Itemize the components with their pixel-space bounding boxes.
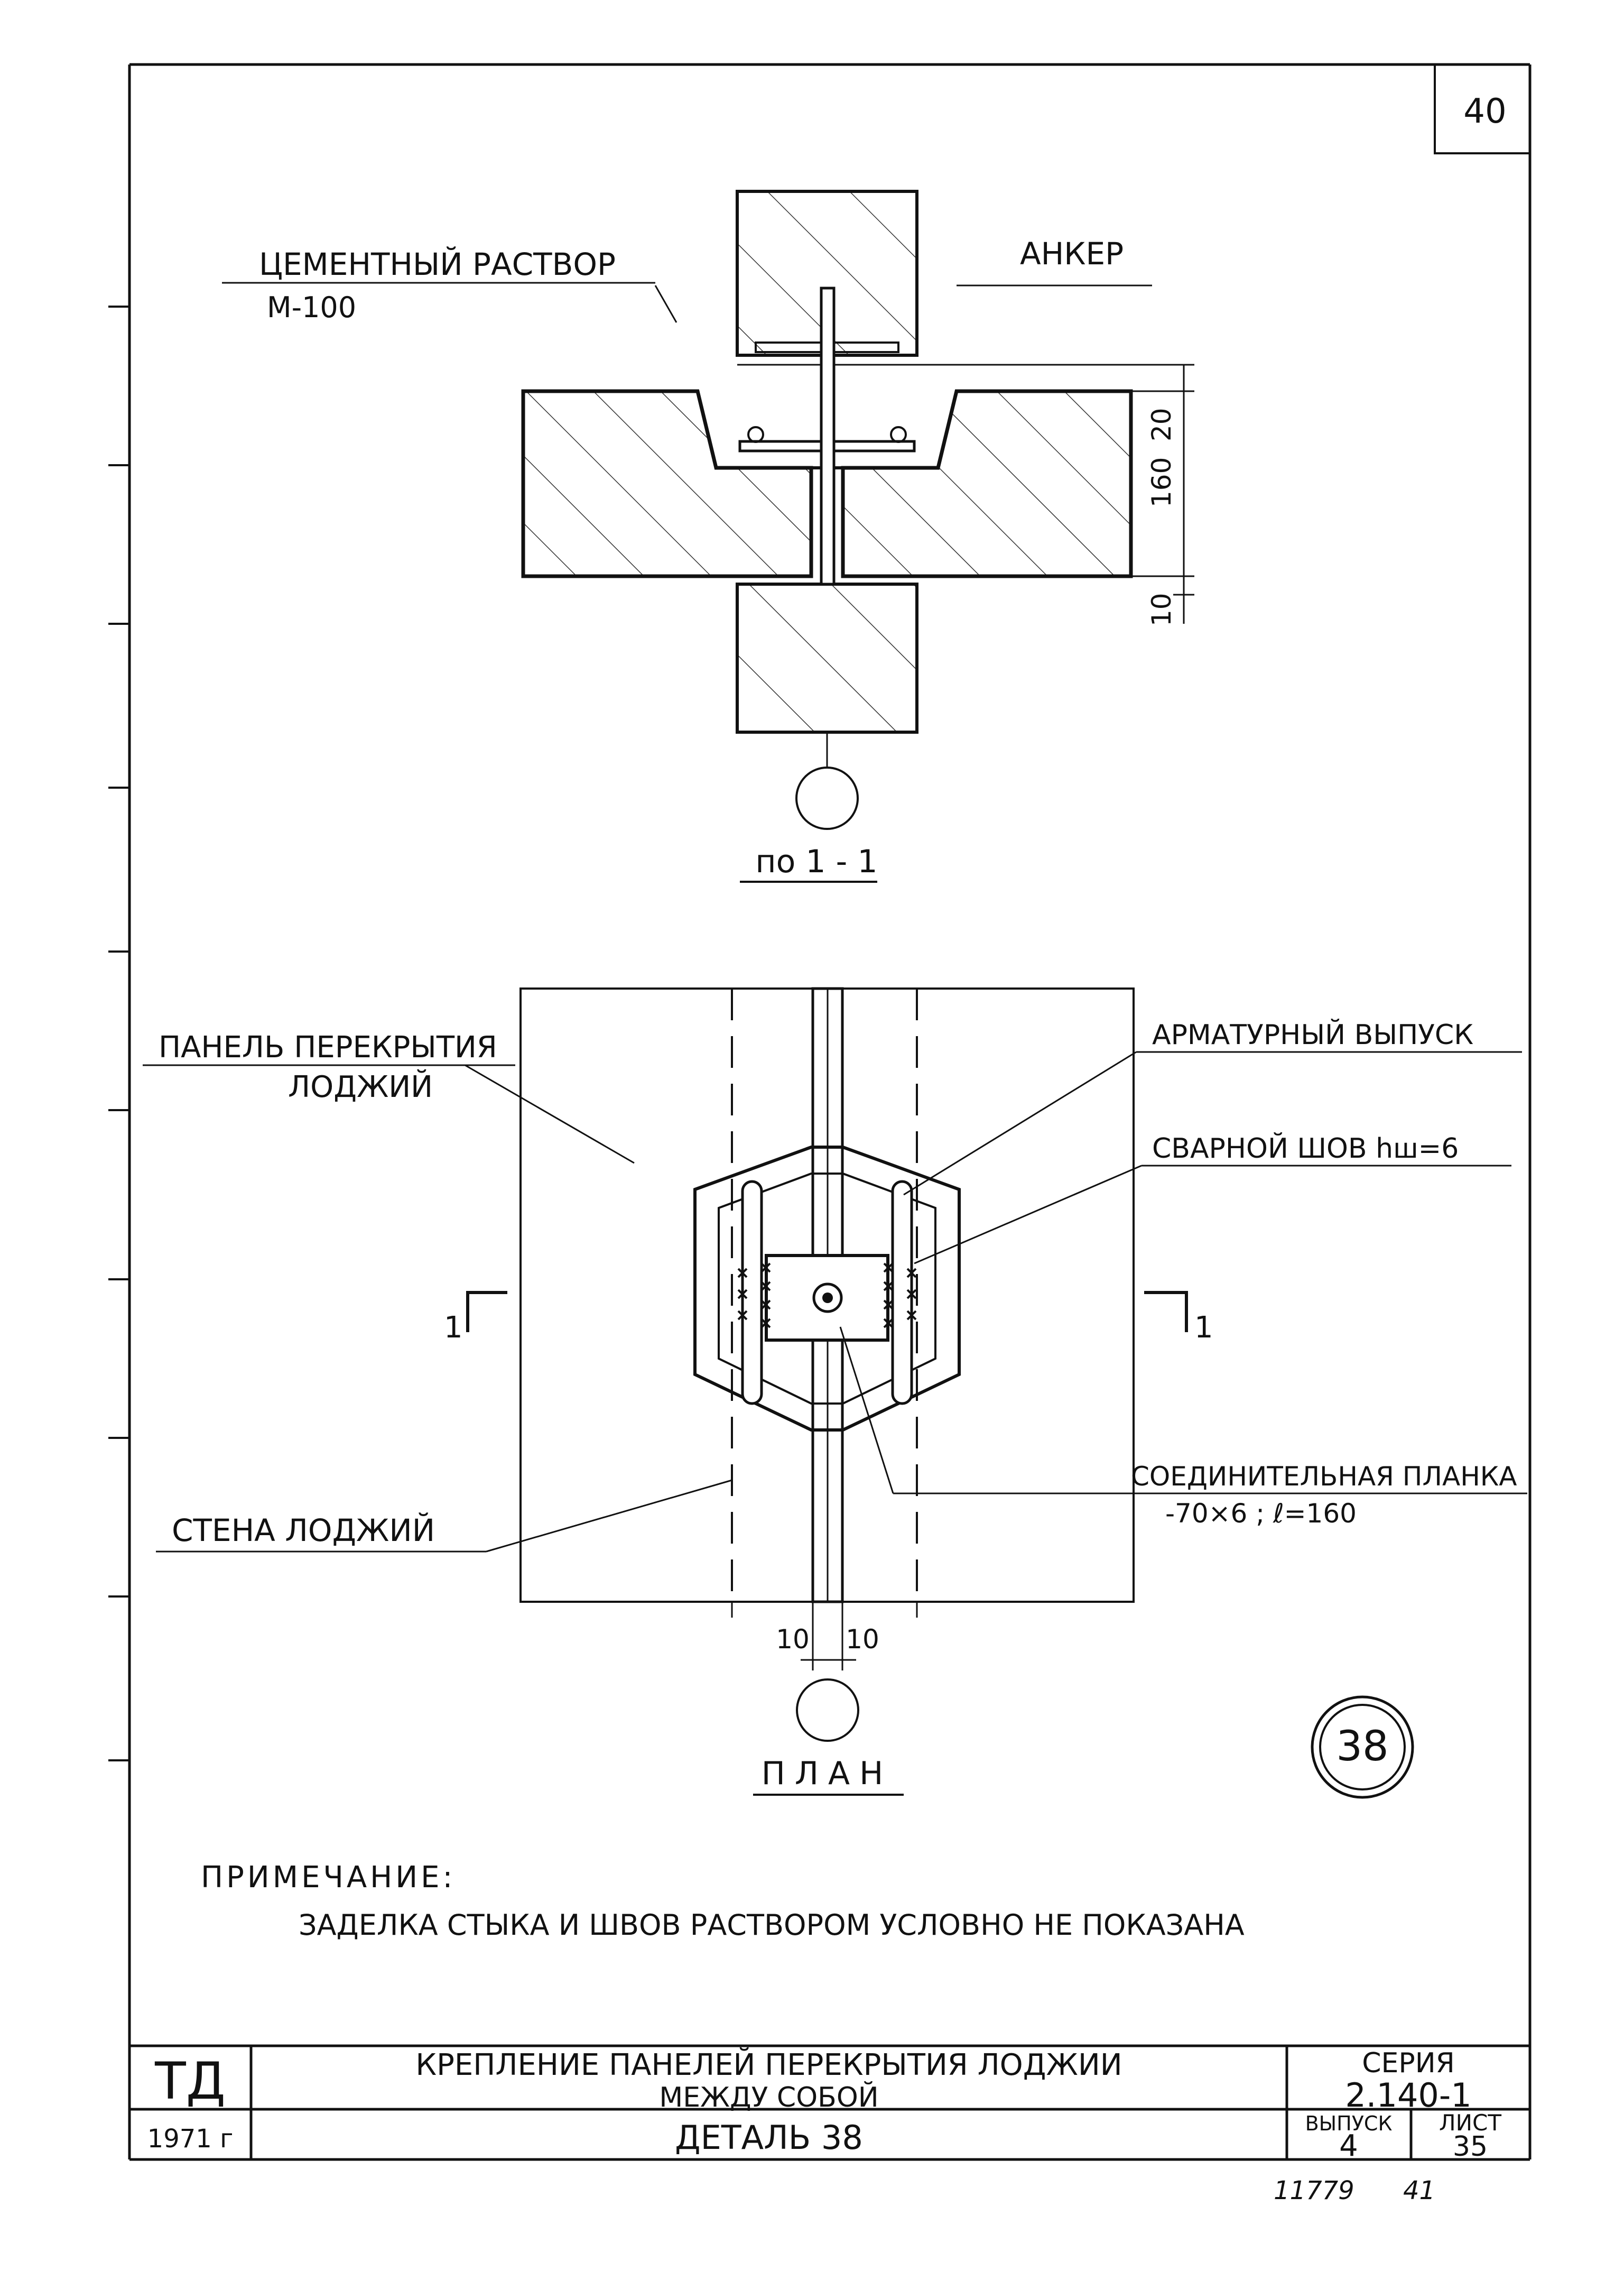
anchor-bolt-icon [812,1282,843,1313]
tb-series-value: 2.140-1 [1345,2076,1471,2115]
label-rebar: АРМАТУРНЫЙ ВЫПУСК [1152,1019,1473,1051]
dimension-chain-vertical [1131,364,1194,624]
section-caption: по 1 - 1 [755,843,877,880]
page-number-box: 40 [1434,64,1530,154]
weld-marks-left [737,1262,771,1328]
section-view: ЦЕМЕНТНЫЙ РАСТВОР М-100 АНКЕР 20 160 10 … [222,190,1194,883]
label-wall: СТЕНА ЛОДЖИЙ [172,1512,435,1548]
lower-wall-block [736,583,918,734]
anchor-rod [820,287,836,586]
label-panel-line1: ПАНЕЛЬ ПЕРЕКРЫТИЯ [159,1030,497,1065]
tb-sheet-value: 35 [1453,2131,1488,2163]
dim-10: 10 [1146,593,1177,626]
tb-detail: ДЕТАЛЬ 38 [675,2118,863,2157]
svg-text:1: 1 [444,1310,463,1345]
tb-title-line1: КРЕПЛЕНИЕ ПАНЕЛЕЙ ПЕРЕКРЫТИЯ ЛОДЖИИ [415,2047,1122,2082]
dim-160: 160 [1146,457,1177,507]
tb-issue-value: 4 [1339,2129,1358,2163]
section-cut-right: 1 [1144,1291,1213,1345]
section-cut-left: 1 [444,1291,507,1345]
tb-issue-label: ВЫПУСК [1305,2112,1393,2135]
recess-outer [693,1146,961,1432]
sheet-frame [128,63,1532,2161]
stamp-suffix: 41 [1403,2176,1435,2205]
svg-text:38: 38 [1336,1723,1388,1770]
dim-10-left: 10 [776,1624,810,1655]
tb-series-label: СЕРИЯ [1362,2047,1455,2079]
title-block [129,2044,1530,2159]
detail-number-badge: 38 [1311,1695,1414,1799]
label-anchor: АНКЕР [1020,236,1124,272]
note-block: ПРИМЕЧАНИЕ: ЗАДЕЛКА СТЫКА И ШВОВ РАСТВОР… [201,1860,1245,1942]
tb-title-line2: МЕЖДУ СОБОЙ [659,2081,878,2113]
plan-dimension-bottom [801,1602,856,1670]
rebar-loop-right [891,1180,913,1405]
tb-year: 1971 г [147,2124,234,2154]
left-floor-panel [521,389,813,578]
label-plate-line2: -70×6 ; ℓ=160 [1165,1498,1357,1529]
margin-ticks [108,306,129,1761]
note-heading: ПРИМЕЧАНИЕ: [201,1860,456,1895]
label-mortar-grade: М-100 [267,291,356,324]
dim-10-right: 10 [846,1624,879,1655]
dim-20: 20 [1146,408,1177,441]
svg-text:1: 1 [1194,1310,1213,1345]
rebar-loop-left [741,1180,763,1405]
note-text: ЗАДЕЛКА СТЫКА И ШВОВ РАСТВОРОМ УСЛОВНО Н… [299,1908,1245,1942]
label-panel-line2: ЛОДЖИЙ [288,1069,433,1104]
label-cement-mortar: ЦЕМЕНТНЫЙ РАСТВОР [259,246,616,282]
label-plate-line1: СОЕДИНИТЕЛЬНАЯ ПЛАНКА [1131,1461,1517,1492]
section-marker-circle [795,767,859,830]
plan-marker-circle [796,1678,859,1742]
stamp-number: 11779 [1274,2176,1354,2205]
plan-caption: ПЛАН [762,1755,893,1792]
page-number: 40 [1463,92,1506,131]
right-floor-panel [841,389,1133,578]
weld-marks-right [883,1262,917,1328]
label-weld: СВАРНОЙ ШОВ hш=6 [1152,1132,1459,1165]
tb-org: ТД [154,2052,226,2111]
plan-view: 1 1 ПАНЕЛЬ ПЕРЕКРЫТИЯ ЛОДЖИЙ АРМАТУРНЫЙ … [143,987,1527,1799]
tb-sheet-label: ЛИСТ [1439,2110,1501,2136]
